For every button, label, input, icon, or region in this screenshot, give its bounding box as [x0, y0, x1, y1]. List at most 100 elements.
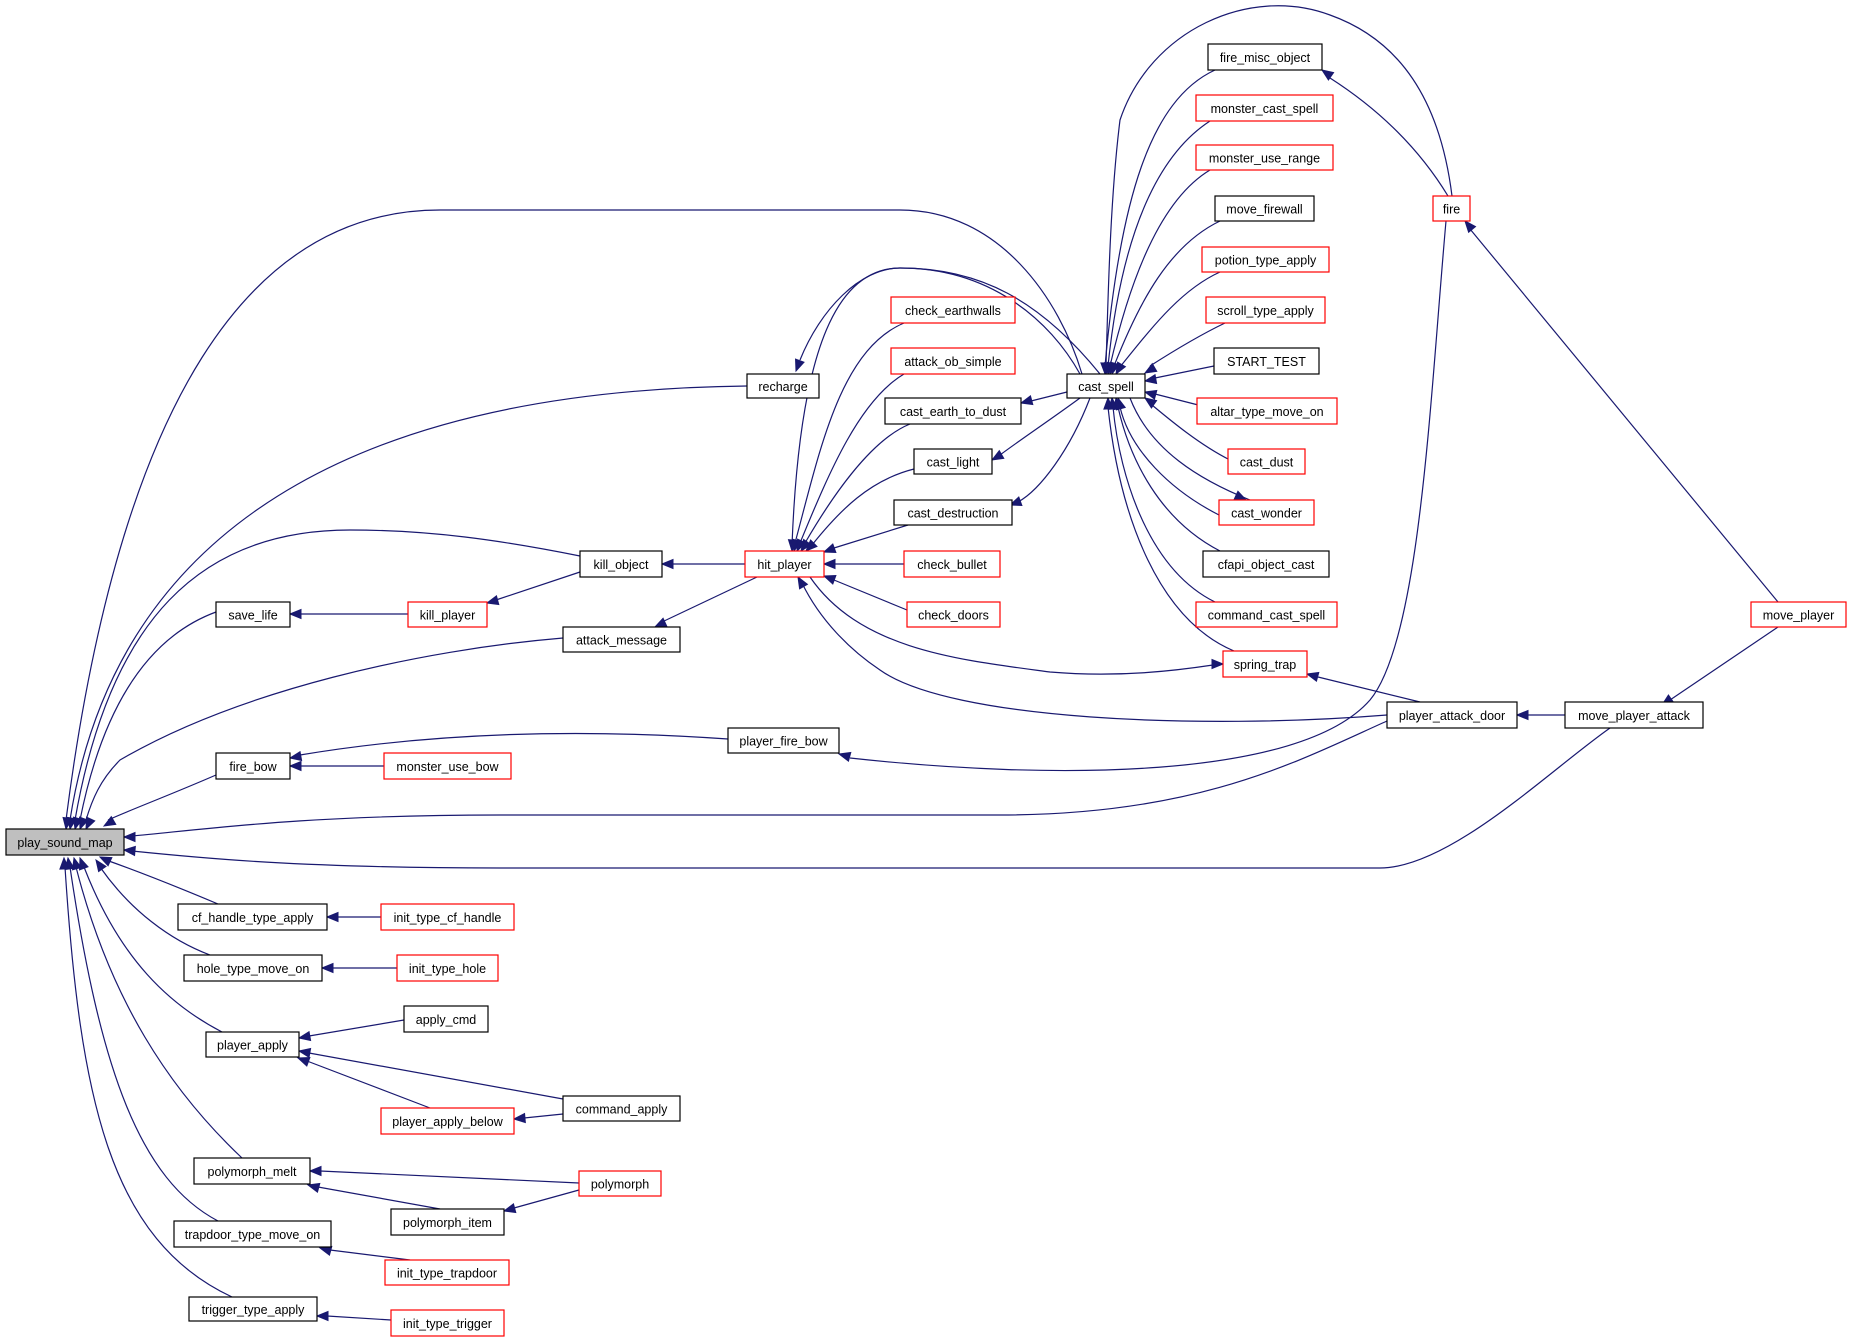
node-player-fire-bow[interactable]: player_fire_bow [727, 727, 840, 754]
node-init-type-trapdoor[interactable]: init_type_trapdoor [384, 1259, 510, 1286]
node-box[interactable] [1564, 701, 1704, 729]
node-scroll-type-apply[interactable]: scroll_type_apply [1205, 296, 1326, 324]
node-box[interactable] [1213, 347, 1320, 375]
node-box[interactable] [1227, 448, 1306, 475]
node-box[interactable] [390, 1208, 505, 1236]
node-box[interactable] [1195, 144, 1334, 171]
node-move-firewall[interactable]: move_firewall [1214, 195, 1315, 222]
node-apply-cmd[interactable]: apply_cmd [403, 1005, 489, 1033]
node-box[interactable] [1207, 43, 1323, 71]
node-box[interactable] [579, 550, 663, 578]
node-cast-light[interactable]: cast_light [913, 448, 993, 475]
node-start-test[interactable]: START_TEST [1213, 347, 1320, 375]
node-box[interactable] [403, 1005, 489, 1033]
node-box[interactable] [562, 1095, 681, 1122]
node-move-player[interactable]: move_player [1750, 601, 1847, 628]
node-init-type-trigger[interactable]: init_type_trigger [390, 1309, 505, 1337]
node-save-life[interactable]: save_life [215, 601, 291, 628]
node-potion-type-apply[interactable]: potion_type_apply [1201, 246, 1330, 273]
node-fire-bow[interactable]: fire_bow [215, 752, 291, 780]
node-box[interactable] [1205, 296, 1326, 324]
node-command-cast-spell[interactable]: command_cast_spell [1195, 601, 1338, 628]
node-box[interactable] [173, 1220, 332, 1248]
node-box[interactable] [183, 954, 323, 982]
node-box[interactable] [188, 1296, 318, 1322]
node-box[interactable] [380, 1107, 515, 1135]
node-monster-use-range[interactable]: monster_use_range [1195, 144, 1334, 171]
node-box[interactable] [396, 954, 499, 982]
node-move-player-attack[interactable]: move_player_attack [1564, 701, 1704, 729]
node-box[interactable] [893, 499, 1013, 526]
node-polymorph-item[interactable]: polymorph_item [390, 1208, 505, 1236]
node-box[interactable] [903, 550, 1001, 578]
node-hole-type-move-on[interactable]: hole_type_move_on [183, 954, 323, 982]
node-box[interactable] [1222, 650, 1308, 678]
node-box[interactable] [215, 601, 291, 628]
node-box[interactable] [746, 373, 820, 399]
node-attack-ob-simple[interactable]: attack_ob_simple [890, 347, 1016, 375]
node-cast-destruction[interactable]: cast_destruction [893, 499, 1013, 526]
node-box[interactable] [390, 1309, 505, 1337]
node-box[interactable] [562, 626, 681, 653]
node-cast-wonder[interactable]: cast_wonder [1218, 499, 1315, 526]
node-box[interactable] [906, 601, 1001, 628]
node-box[interactable] [1432, 195, 1471, 222]
node-command-apply[interactable]: command_apply [562, 1095, 681, 1122]
node-box[interactable] [727, 727, 840, 754]
node-check-bullet[interactable]: check_bullet [903, 550, 1001, 578]
node-box[interactable] [913, 448, 993, 475]
node-fire[interactable]: fire [1432, 195, 1471, 222]
node-box[interactable] [1195, 94, 1334, 122]
node-box[interactable] [890, 347, 1016, 375]
node-cfapi-object-cast[interactable]: cfapi_object_cast [1202, 550, 1330, 578]
node-player-apply-below[interactable]: player_apply_below [380, 1107, 515, 1135]
node-polymorph[interactable]: polymorph [578, 1170, 662, 1197]
node-altar-type-move-on[interactable]: altar_type_move_on [1196, 397, 1338, 425]
node-box[interactable] [1218, 499, 1315, 526]
node-box[interactable] [380, 903, 515, 931]
node-box[interactable] [177, 903, 328, 931]
node-kill-object[interactable]: kill_object [579, 550, 663, 578]
node-box[interactable] [890, 296, 1016, 324]
node-box[interactable] [1201, 246, 1330, 273]
node-play-sound-map[interactable]: play_sound_map [5, 828, 125, 856]
node-cf-handle-type-apply[interactable]: cf_handle_type_apply [177, 903, 328, 931]
node-spring-trap[interactable]: spring_trap [1222, 650, 1308, 678]
node-check-doors[interactable]: check_doors [906, 601, 1001, 628]
node-hit-player[interactable]: hit_player [744, 550, 825, 578]
node-fire-misc-object[interactable]: fire_misc_object [1207, 43, 1323, 71]
node-attack-message[interactable]: attack_message [562, 626, 681, 653]
node-polymorph-melt[interactable]: polymorph_melt [193, 1157, 311, 1185]
node-init-type-hole[interactable]: init_type_hole [396, 954, 499, 982]
node-box[interactable] [1750, 601, 1847, 628]
node-box[interactable] [1195, 601, 1338, 628]
node-box[interactable] [205, 1031, 300, 1058]
node-box[interactable] [578, 1170, 662, 1197]
node-box[interactable] [5, 828, 125, 856]
node-box[interactable] [1202, 550, 1330, 578]
node-init-type-cf-handle[interactable]: init_type_cf_handle [380, 903, 515, 931]
node-box[interactable] [1214, 195, 1315, 222]
node-box[interactable] [384, 1259, 510, 1286]
node-box[interactable] [383, 752, 512, 780]
node-cast-spell[interactable]: cast_spell [1066, 373, 1146, 399]
node-box[interactable] [407, 601, 488, 628]
node-monster-cast-spell[interactable]: monster_cast_spell [1195, 94, 1334, 122]
node-trigger-type-apply[interactable]: trigger_type_apply [188, 1296, 318, 1322]
node-cast-dust[interactable]: cast_dust [1227, 448, 1306, 475]
node-box[interactable] [884, 397, 1022, 425]
node-box[interactable] [1196, 397, 1338, 425]
node-box[interactable] [1386, 701, 1518, 729]
node-check-earthwalls[interactable]: check_earthwalls [890, 296, 1016, 324]
node-recharge[interactable]: recharge [746, 373, 820, 399]
node-box[interactable] [215, 752, 291, 780]
node-monster-use-bow[interactable]: monster_use_bow [383, 752, 512, 780]
node-box[interactable] [193, 1157, 311, 1185]
node-cast-earth-to-dust[interactable]: cast_earth_to_dust [884, 397, 1022, 425]
node-trapdoor-type-move-on[interactable]: trapdoor_type_move_on [173, 1220, 332, 1248]
node-player-attack-door[interactable]: player_attack_door [1386, 701, 1518, 729]
node-player-apply[interactable]: player_apply [205, 1031, 300, 1058]
node-box[interactable] [1066, 373, 1146, 399]
node-box[interactable] [744, 550, 825, 578]
node-kill-player[interactable]: kill_player [407, 601, 488, 628]
